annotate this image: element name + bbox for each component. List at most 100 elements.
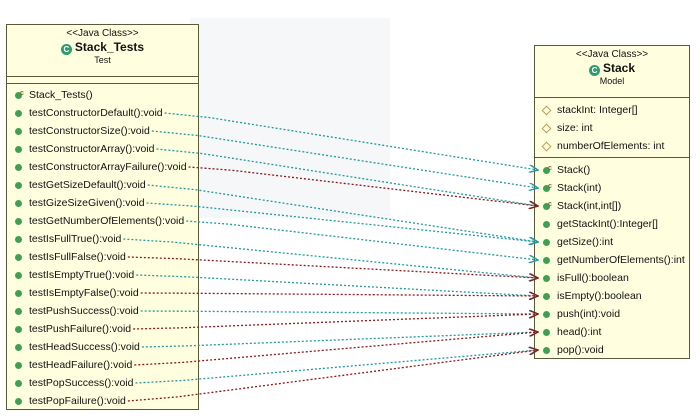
public-method-icon	[543, 347, 550, 354]
dependency-link-success	[123, 238, 538, 278]
method-testconstructordefault-void[interactable]: testConstructorDefault():void	[7, 104, 198, 122]
method-label: testHeadSuccess():void	[29, 341, 140, 353]
method-testgetsizedefault-void[interactable]: testGetSizeDefault():void	[7, 176, 198, 194]
dependency-link-success	[147, 184, 538, 242]
method-getstackint-integer[interactable]: getStackInt():Integer[]	[535, 215, 689, 233]
method-label: Stack(int)	[557, 182, 602, 194]
class-name-text: Stack_Tests	[74, 40, 145, 54]
public-method-icon	[15, 164, 22, 171]
field-label: numberOfElements: int	[557, 140, 665, 152]
method-testconstructorarray-void[interactable]: testConstructorArray():void	[7, 140, 198, 158]
method-testgizesizegiven-void[interactable]: testGizeSizeGiven():void	[7, 194, 198, 212]
fields-section	[7, 77, 198, 84]
dependency-link-failure	[134, 332, 538, 366]
method-testisfullfalse-void[interactable]: testIsFullFalse():void	[7, 248, 198, 266]
field-stackint-integer[interactable]: stackInt: Integer[]	[535, 101, 689, 119]
method-stack-tests[interactable]: Stack_Tests()	[7, 85, 198, 104]
public-method-icon	[543, 311, 550, 318]
public-method-icon	[543, 293, 550, 300]
public-method-icon	[15, 344, 22, 351]
public-method-icon	[543, 329, 550, 336]
methods-section: Stack() Stack(int) Stack(int,int[]) getStac…	[535, 158, 689, 359]
method-getnumberofelements-int[interactable]: getNumberOfElements():int	[535, 251, 689, 269]
method-label: isFull():boolean	[557, 272, 629, 284]
public-method-icon	[15, 380, 22, 387]
stereotype-label: <<Java Class>>	[66, 28, 139, 39]
method-stack-int[interactable]: Stack(int)	[535, 178, 689, 197]
dependency-link-success	[140, 311, 538, 314]
package-label: Model	[599, 76, 625, 86]
public-method-icon	[543, 275, 550, 282]
field-size-int[interactable]: size: int	[535, 119, 689, 137]
method-label: head():int	[557, 326, 602, 338]
method-label: Stack()	[557, 164, 591, 176]
method-label: getSize():int	[557, 236, 614, 248]
method-label: testGetSizeDefault():void	[29, 179, 146, 191]
method-label: getStackInt():Integer[]	[557, 218, 658, 230]
public-method-icon	[15, 110, 22, 117]
public-method-icon	[543, 239, 550, 246]
public-method-icon	[15, 290, 22, 297]
dependency-link-success	[146, 202, 538, 242]
method-label: testConstructorDefault():void	[29, 107, 163, 119]
constructor-icon	[543, 160, 552, 178]
method-pop-void[interactable]: pop():void	[535, 341, 689, 359]
method-testpushsuccess-void[interactable]: testPushSuccess():void	[7, 302, 198, 320]
method-testconstructorarrayfailure-void[interactable]: testConstructorArrayFailure():void	[7, 158, 198, 176]
public-method-icon	[15, 326, 22, 333]
dependency-link-success	[186, 220, 538, 260]
stereotype-label: <<Java Class>>	[575, 49, 649, 60]
method-testisemptytrue-void[interactable]: testIsEmptyTrue():void	[7, 266, 198, 284]
method-testisemptyfalse-void[interactable]: testIsEmptyFalse():void	[7, 284, 198, 302]
public-method-icon	[15, 182, 22, 189]
method-label: testIsEmptyTrue():void	[29, 269, 135, 281]
method-testconstructorsize-void[interactable]: testConstructorSize():void	[7, 122, 198, 140]
public-method-icon	[543, 257, 550, 264]
method-head-int[interactable]: head():int	[535, 323, 689, 341]
method-label: testIsFullTrue():void	[29, 233, 122, 245]
public-method-icon	[15, 236, 22, 243]
method-push-int-void[interactable]: push(int):void	[535, 305, 689, 323]
method-testheadfailure-void[interactable]: testHeadFailure():void	[7, 356, 198, 374]
field-label: stackInt: Integer[]	[557, 104, 638, 116]
method-stack-int-int[interactable]: Stack(int,int[])	[535, 196, 689, 215]
method-label: testPopFailure():void	[29, 395, 126, 407]
method-getsize-int[interactable]: getSize():int	[535, 233, 689, 251]
method-label: testPopSuccess():void	[29, 377, 134, 389]
public-method-icon	[15, 200, 22, 207]
method-label: testConstructorArrayFailure():void	[29, 161, 187, 173]
dependency-link-success	[136, 274, 538, 296]
public-method-icon	[15, 362, 22, 369]
dependency-link-success	[141, 332, 538, 348]
method-isfull-boolean[interactable]: isFull():boolean	[535, 269, 689, 287]
method-testisfulltrue-void[interactable]: testIsFullTrue():void	[7, 230, 198, 248]
method-isempty-boolean[interactable]: isEmpty():boolean	[535, 287, 689, 305]
method-label: testHeadFailure():void	[29, 359, 133, 371]
method-label: testConstructorArray():void	[29, 143, 155, 155]
public-method-icon	[15, 272, 22, 279]
class-icon: C	[60, 44, 72, 55]
dependency-link-success	[156, 148, 538, 206]
field-label: size: int	[557, 122, 593, 134]
method-testgetnumberofelements-void[interactable]: testGetNumberOfElements():void	[7, 212, 198, 230]
method-label: testConstructorSize():void	[29, 125, 150, 137]
method-testpopsuccess-void[interactable]: testPopSuccess():void	[7, 374, 198, 392]
public-method-icon	[15, 218, 22, 225]
method-testheadsuccess-void[interactable]: testHeadSuccess():void	[7, 338, 198, 356]
method-testpushfailure-void[interactable]: testPushFailure():void	[7, 320, 198, 338]
method-stack[interactable]: Stack()	[535, 160, 689, 179]
method-label: getNumberOfElements():int	[557, 254, 685, 266]
fields-section: stackInt: Integer[] size: int numberOfElem…	[535, 98, 689, 158]
constructor-icon	[543, 178, 552, 196]
method-label: testGizeSizeGiven():void	[29, 197, 145, 209]
package-label: Test	[94, 55, 111, 65]
method-label: Stack(int,int[])	[557, 200, 622, 212]
method-testpopfailure-void[interactable]: testPopFailure():void	[7, 392, 198, 410]
method-label: isEmpty():boolean	[557, 290, 642, 302]
field-numberofelements-int[interactable]: numberOfElements: int	[535, 137, 689, 155]
